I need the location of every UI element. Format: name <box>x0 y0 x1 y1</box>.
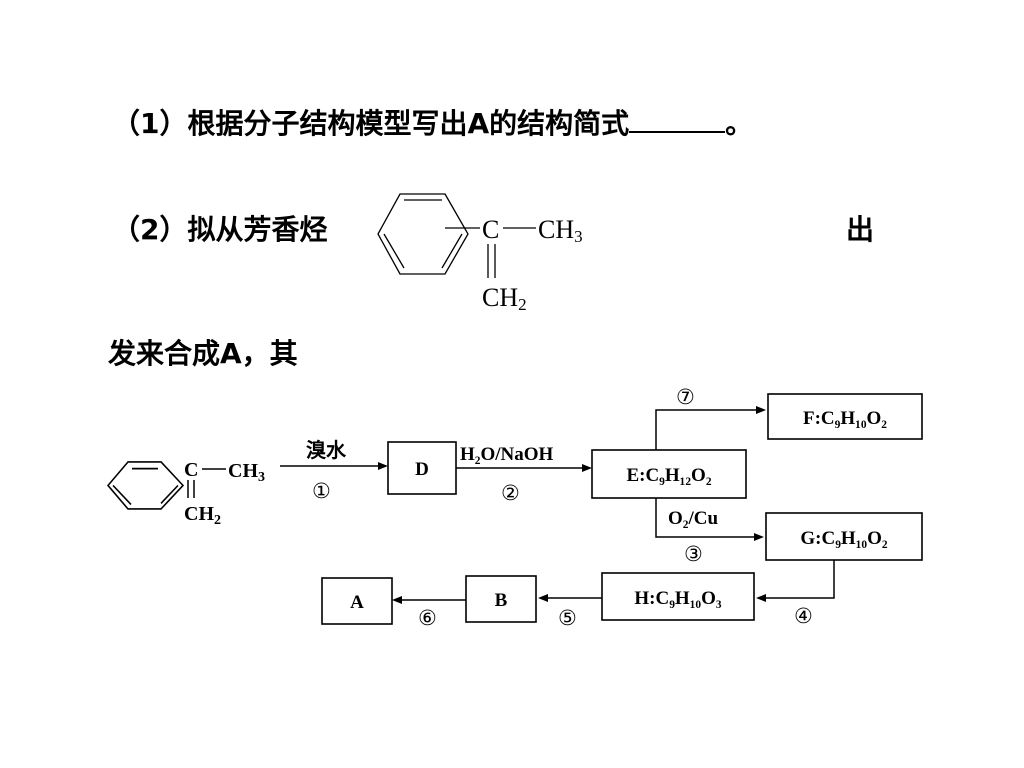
step-number-1: ① <box>312 479 331 503</box>
step-number-6: ⑥ <box>418 606 437 630</box>
step-number-4: ④ <box>794 604 813 628</box>
arrowhead-step-2 <box>582 464 592 472</box>
box-b-label: B <box>495 590 508 611</box>
step-number-5: ⑤ <box>558 606 577 630</box>
question-line-2-end: 出 <box>846 212 874 248</box>
reagent-bromine-water: 溴水 <box>306 438 347 462</box>
step-number-2: ② <box>501 481 520 505</box>
start-ch3: CH3 <box>228 460 265 485</box>
box-e <box>591 449 747 499</box>
step-number-7: ⑦ <box>676 385 695 409</box>
arrowhead-step-3 <box>754 533 764 541</box>
question-line-1: （1）根据分子结构模型写出A的结构简式 。 <box>112 106 753 142</box>
arrowhead-step-6 <box>392 596 402 604</box>
question-1-text: （1）根据分子结构模型写出A的结构简式 <box>112 107 630 140</box>
box-d-label: D <box>415 459 429 480</box>
arrow-step-3 <box>655 498 758 538</box>
question-2-end: 出 <box>846 213 875 246</box>
box-a <box>321 577 393 625</box>
ch2-group: CH2 <box>482 283 527 314</box>
reagent-o2-cu: O₂/Cu <box>668 508 718 529</box>
answer-blank <box>629 109 726 133</box>
box-a-label: A <box>350 592 364 613</box>
box-f-label: F:C₉H₁₀O₂ <box>803 408 887 429</box>
box-e-label: E:C₉H₁₂O₂ <box>626 465 711 486</box>
arrow-step-4 <box>762 560 835 599</box>
box-f <box>767 393 923 440</box>
arrow-step-7 <box>655 409 760 450</box>
question-1-end: 。 <box>725 107 754 140</box>
arrowhead-step-1 <box>378 462 388 470</box>
arrowhead-step-4 <box>756 594 766 602</box>
arrowhead-step-5 <box>538 594 548 602</box>
box-h <box>601 572 755 621</box>
step-number-3: ③ <box>684 542 703 566</box>
benzene-ring-large <box>377 193 469 275</box>
aromatic-structure-large: C CH3 CH2 <box>377 193 583 314</box>
question-line-2-start: （2）拟从芳香烃 <box>112 212 327 248</box>
question-3-text: 发来合成A，其 <box>108 337 298 370</box>
question-2-text: （2）拟从芳香烃 <box>112 213 328 246</box>
reaction-scheme: C CH3 CH2 溴水 ① D H₂O/NaOH ② E:C₉H₁₂O₂ ⑦ … <box>106 385 923 630</box>
start-ch2: CH2 <box>184 503 221 528</box>
box-h-label: H:C₉H₁₀O₃ <box>634 588 721 609</box>
c-atom: C <box>482 215 499 244</box>
box-b <box>465 575 537 623</box>
starting-compound: C CH3 CH2 <box>106 459 265 528</box>
box-g-label: G:C₉H₁₀O₂ <box>800 528 887 549</box>
ch3-group: CH3 <box>538 215 583 246</box>
question-line-3: 发来合成A，其 <box>108 336 298 372</box>
arrowhead-step-7 <box>756 406 766 414</box>
start-c-atom: C <box>184 459 198 481</box>
box-g <box>765 512 923 561</box>
reagent-h2o-naoh: H₂O/NaOH <box>460 444 554 465</box>
box-d <box>387 441 457 495</box>
